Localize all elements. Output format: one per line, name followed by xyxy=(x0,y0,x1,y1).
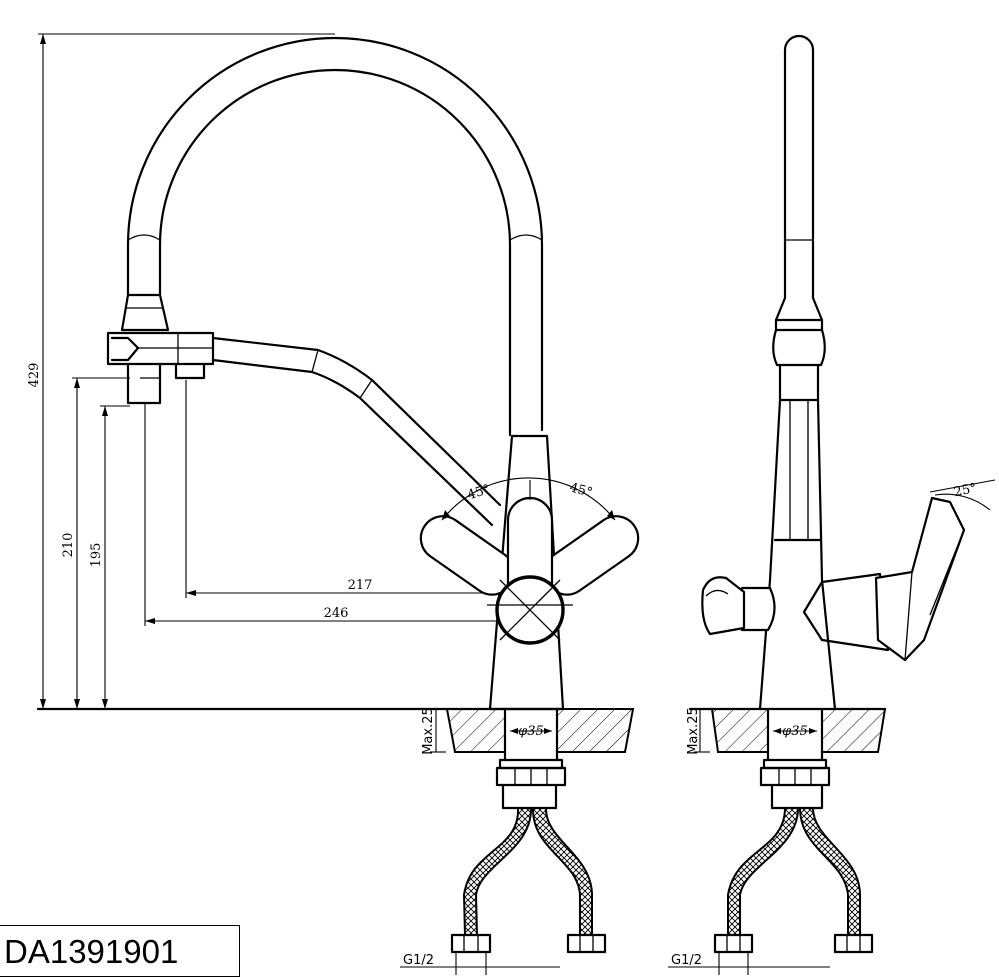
mounting-nut-and-hoses: G1/2 xyxy=(400,758,607,975)
countertop-section: φ35 Max.25 xyxy=(421,707,635,762)
angle-label-45-left: 45° xyxy=(466,482,493,503)
side-lever xyxy=(874,496,966,662)
gooseneck-spout xyxy=(120,36,544,437)
mount-thickness-label: Max.25 xyxy=(421,707,436,755)
dim-label-195: 195 xyxy=(89,543,104,568)
side-countertop-section: φ35 Max.25 xyxy=(686,707,887,762)
thread-label-front: G1/2 xyxy=(403,953,434,968)
side-body xyxy=(701,398,890,711)
pullout-head xyxy=(106,331,215,405)
side-mount-thickness-label: Max.25 xyxy=(686,707,701,755)
dim-label-210: 210 xyxy=(61,533,76,558)
angle-annotation-25: 25° xyxy=(929,479,996,511)
dimension-height-210: 210 xyxy=(61,377,130,709)
side-spout xyxy=(772,34,826,540)
front-view: 429 210 195 217 xyxy=(27,33,640,975)
dimension-total-height: 429 xyxy=(27,33,335,709)
dimension-reach-246: 246 xyxy=(144,404,525,626)
side-hole-diameter-label: φ35 xyxy=(782,724,808,739)
angle-label-25: 25° xyxy=(952,481,978,500)
side-view: 25° φ35 Max.25 xyxy=(668,34,996,975)
handles xyxy=(419,496,640,645)
dim-label-429: 429 xyxy=(27,363,42,388)
hole-diameter-label: φ35 xyxy=(518,724,544,739)
model-code-label: DA1391901 xyxy=(0,925,240,977)
filter-spout-tube xyxy=(211,336,502,527)
angle-annotation-45: 45° 45° xyxy=(441,477,616,521)
dim-label-217: 217 xyxy=(348,578,373,593)
dim-label-246: 246 xyxy=(324,606,349,621)
thread-label-side: G1/2 xyxy=(671,953,702,968)
side-nut-and-hoses: G1/2 xyxy=(668,758,874,975)
angle-label-45-right: 45° xyxy=(568,480,594,500)
dimension-height-195: 195 xyxy=(89,405,130,709)
